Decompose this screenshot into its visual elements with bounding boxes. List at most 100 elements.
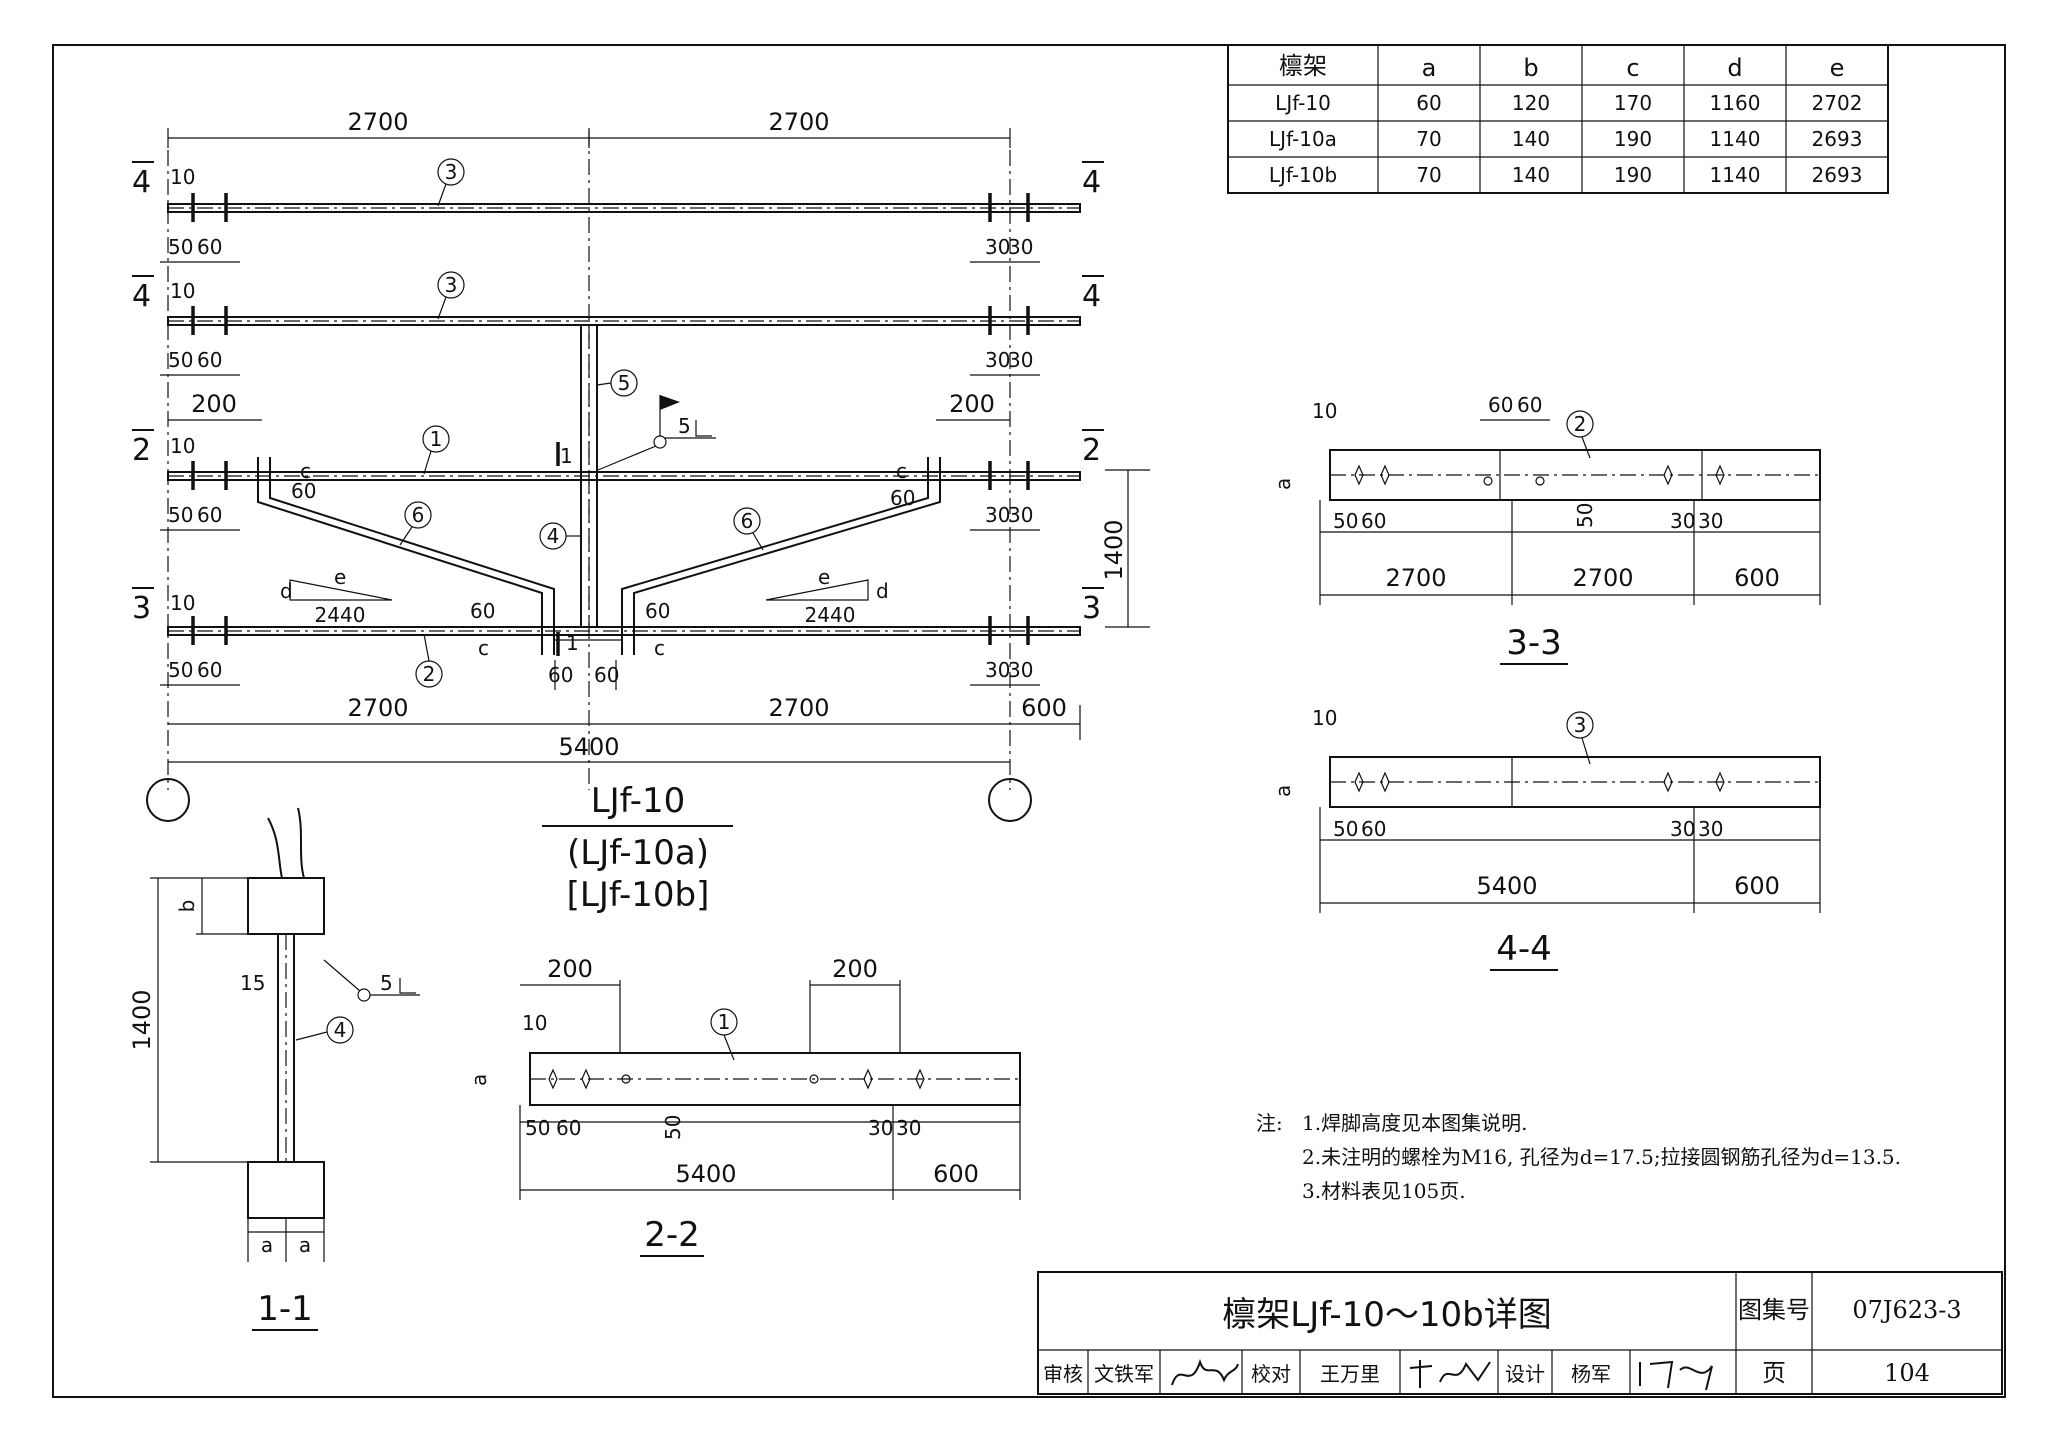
section-marker-1: 1: [566, 631, 579, 655]
dim-2700: 2700: [768, 694, 829, 722]
table-cell: 120: [1512, 91, 1550, 115]
dim-5400: 5400: [1476, 872, 1537, 900]
table-cell: 1140: [1710, 127, 1761, 151]
chord-box-bottom: [247, 1161, 325, 1219]
dim-30: 30: [1698, 509, 1723, 533]
table-header-5: e: [1830, 54, 1845, 82]
dim-a: a: [299, 1233, 311, 1257]
reviewer-signature: [1171, 1358, 1239, 1386]
part-label: 3: [445, 160, 458, 184]
dim-50: 50: [525, 1116, 550, 1140]
var-c: c: [478, 636, 489, 660]
table-header-0: 檩架: [1279, 52, 1327, 80]
design-label: 设计: [1505, 1362, 1545, 1386]
dim-60: 60: [197, 658, 222, 682]
dim-60: 60: [197, 503, 222, 527]
review-label: 审核: [1043, 1362, 1083, 1386]
note-1: 1.焊脚高度见本图集说明.: [1302, 1111, 1527, 1135]
table-cell: LJf-10: [1275, 91, 1331, 115]
dim-60: 60: [556, 1116, 581, 1140]
dim-2700: 2700: [1572, 564, 1633, 592]
weld-size: 5: [380, 971, 393, 995]
dim-60: 60: [1488, 393, 1513, 417]
dim-50: 50: [1333, 817, 1358, 841]
part-balloon: [1566, 410, 1594, 438]
section-cut-3: 3: [1082, 591, 1101, 626]
dim-600: 600: [1021, 694, 1067, 722]
dim-50: 50: [1573, 503, 1597, 528]
section-3-3-title: 3-3: [1506, 623, 1562, 663]
atlas-label: 图集号: [1738, 1296, 1810, 1324]
part-label: 6: [412, 503, 425, 527]
dimension-table: 檩架 a b c d e LJf-10 60 120 170 1160 2702…: [1227, 44, 1889, 194]
dim-5400: 5400: [675, 1160, 736, 1188]
dim-15: 15: [240, 971, 265, 995]
dim-60: 60: [645, 599, 670, 623]
var-c: c: [654, 636, 665, 660]
section-cut-4: 4: [1082, 165, 1101, 200]
main-elevation: 2700 2700: [132, 108, 1150, 915]
dim-10: 10: [1312, 706, 1337, 730]
dim-60: 60: [1361, 817, 1386, 841]
dim-60: 60: [197, 235, 222, 259]
part-label: 2: [423, 662, 436, 686]
section-marker-1: 1: [560, 444, 573, 468]
part-label: 5: [618, 371, 631, 395]
table-cell: 1140: [1710, 163, 1761, 187]
page-number: 104: [1884, 1359, 1930, 1387]
dim-a: a: [261, 1233, 273, 1257]
dim-30: 30: [1008, 503, 1033, 527]
part-label: 4: [547, 524, 560, 548]
part-balloon: [733, 507, 761, 535]
dim-60: 60: [1361, 509, 1386, 533]
dim-60: 60: [1517, 393, 1542, 417]
section-4-4: 10 a 3 50 60 30 30 5400 600 4-4: [1271, 706, 1821, 971]
table-header-4: d: [1727, 54, 1742, 82]
table-header-3: c: [1626, 54, 1639, 82]
dim-30: 30: [1008, 658, 1033, 682]
atlas-number: 07J623-3: [1852, 1296, 1961, 1324]
part-balloon: [1566, 711, 1594, 739]
dim-60: 60: [594, 663, 619, 687]
dim-200: 200: [547, 955, 593, 983]
axis-bubble-right: [988, 778, 1032, 822]
dim-a: a: [1271, 785, 1295, 797]
var-e: e: [818, 565, 830, 589]
var-e: e: [334, 565, 346, 589]
notes: 注: 1.焊脚高度见本图集说明. 2.未注明的螺栓为M16, 孔径为d=17.5…: [1256, 1111, 1901, 1203]
part-balloon: [437, 158, 465, 186]
dim-600: 600: [1734, 872, 1780, 900]
part-label: 1: [430, 427, 443, 451]
section-cut-4: 4: [132, 279, 151, 314]
dim-10: 10: [170, 434, 195, 458]
dim-200: 200: [191, 390, 237, 418]
dim-30: 30: [1670, 817, 1695, 841]
var-d: d: [280, 579, 293, 603]
dim-30: 30: [985, 503, 1010, 527]
dim-30: 30: [868, 1116, 893, 1140]
dim-30: 30: [1670, 509, 1695, 533]
designer-name: 杨军: [1571, 1362, 1611, 1386]
section-cut-2: 2: [132, 433, 151, 468]
dim-30: 30: [985, 235, 1010, 259]
check-label: 校对: [1251, 1362, 1291, 1386]
dim-10: 10: [1312, 399, 1337, 423]
part-balloon: [326, 1016, 354, 1044]
dim-10: 10: [170, 591, 195, 615]
table-cell: 60: [1416, 91, 1441, 115]
dim-30: 30: [1008, 348, 1033, 372]
dim-1400: 1400: [1100, 519, 1128, 580]
diagonal-brace-6-left: [257, 457, 543, 655]
table-cell: 140: [1512, 163, 1550, 187]
table-cell: LJf-10b: [1269, 163, 1337, 187]
section-4-4-title: 4-4: [1496, 929, 1552, 969]
section-1-1: b 1400 15 4 5 a a 1-1: [128, 807, 420, 1331]
dim-10: 10: [522, 1011, 547, 1035]
section-cut-3: 3: [132, 591, 151, 626]
table-cell: 2702: [1812, 91, 1863, 115]
dim-600: 600: [933, 1160, 979, 1188]
dim-50: 50: [168, 235, 193, 259]
dim-50: 50: [661, 1115, 685, 1140]
table-cell: 190: [1614, 127, 1652, 151]
axis-bubble-left: [146, 778, 190, 822]
